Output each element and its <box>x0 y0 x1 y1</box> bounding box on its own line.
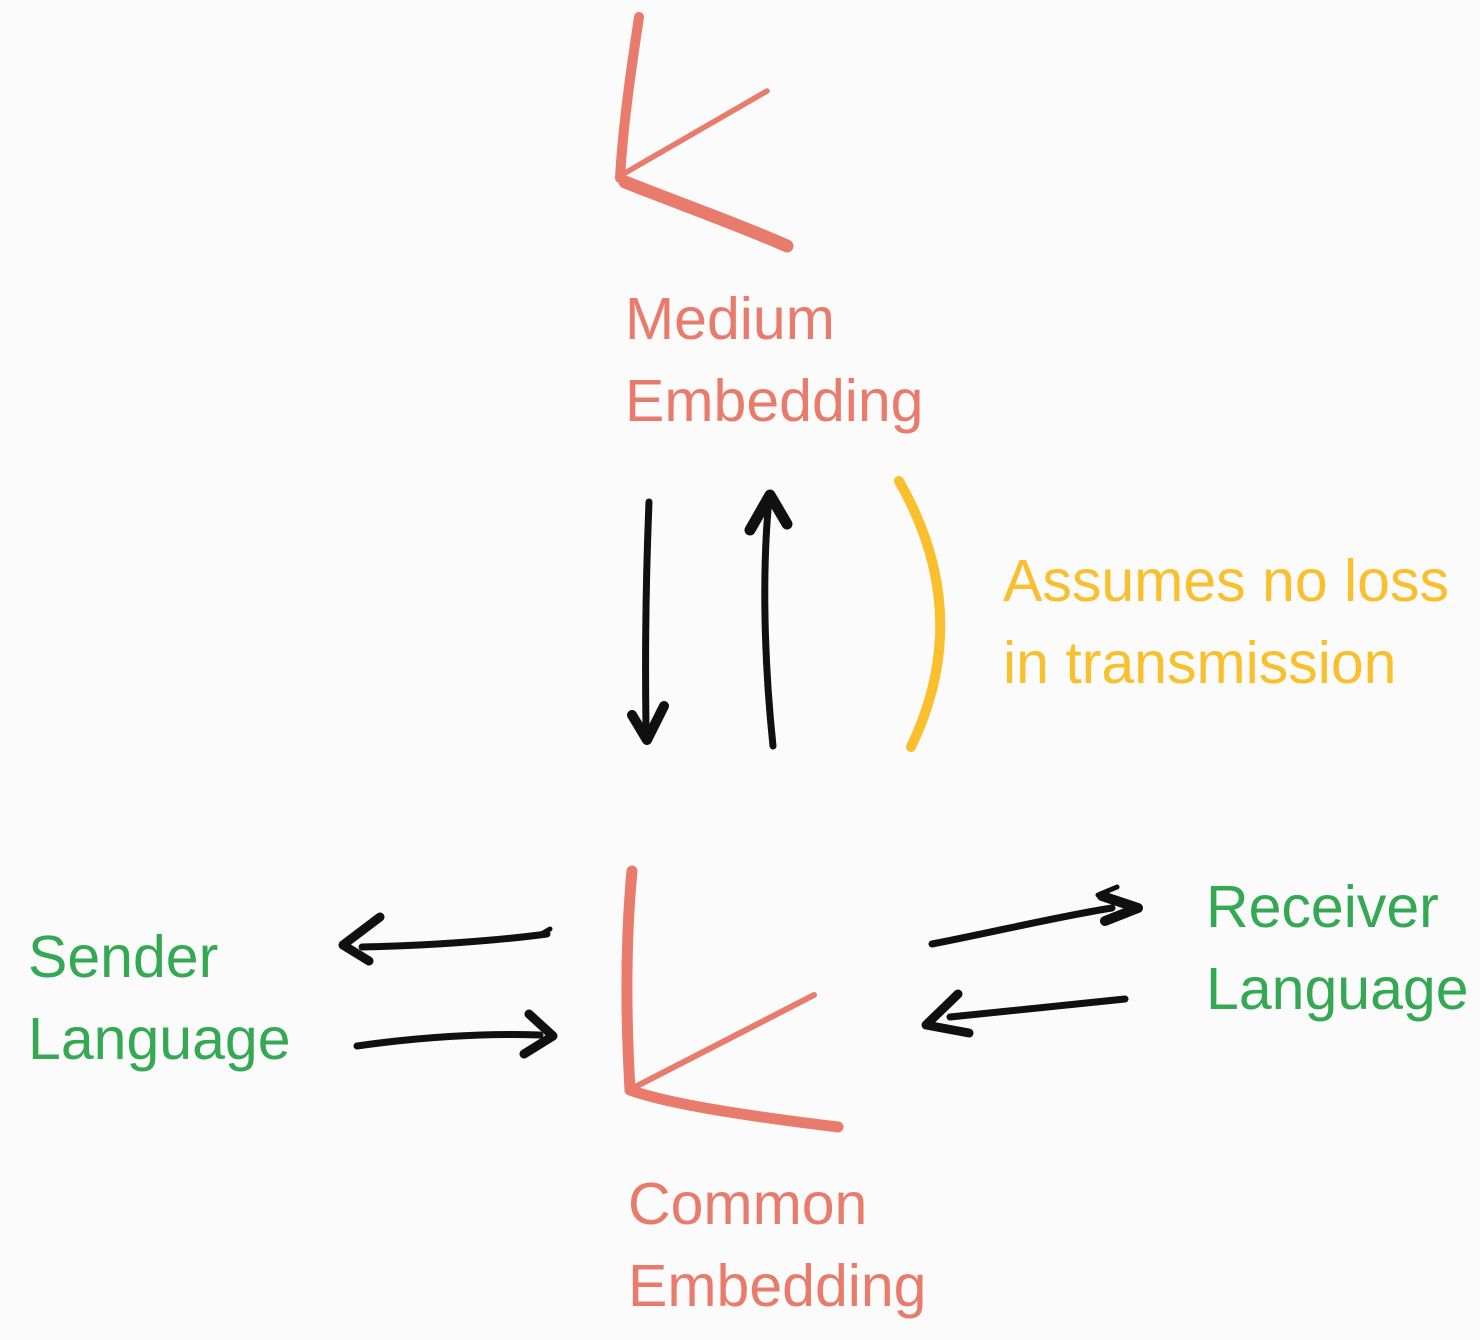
medium-embedding-axes-icon <box>615 12 794 253</box>
arrow-to-receiver-icon <box>928 884 1143 948</box>
no-loss-annotation-label: Assumes no loss in transmission <box>1003 548 1449 696</box>
arrow-from-receiver-head <box>921 989 974 1038</box>
common-embedding-label: Common Embedding <box>628 1171 927 1319</box>
receiver-language-label: Receiver Language <box>1206 874 1469 1022</box>
arrow-to-receiver-head <box>1097 891 1143 926</box>
arrow-from-receiver-shaft <box>946 995 1129 1021</box>
arrow-to-sender-icon <box>338 912 553 966</box>
down-arrow-shaft <box>642 498 653 731</box>
annotation-bracket-icon <box>894 476 946 752</box>
sender-language-label: Sender Language <box>28 924 291 1072</box>
up-arrow-head <box>744 489 793 536</box>
arrow-to-receiver-shaft <box>928 904 1116 948</box>
arrow-to-sender-shaft <box>358 930 551 951</box>
arrow-to-sender-tail-tick <box>535 926 553 939</box>
common-embedding-axes-icon <box>621 865 844 1133</box>
up-arrow-icon <box>744 489 793 750</box>
diagonal-axis-stroke <box>628 992 817 1092</box>
arrow-from-sender-shaft <box>353 1031 544 1050</box>
down-arrow-icon <box>627 498 669 745</box>
arrow-from-receiver-icon <box>921 989 1129 1038</box>
y-axis-stroke <box>621 865 638 1096</box>
diagonal-axis-stroke <box>622 88 770 176</box>
down-arrow-head <box>627 701 669 745</box>
y-axis-stroke <box>615 12 644 183</box>
arrow-from-sender-head <box>519 1009 558 1059</box>
medium-embedding-label: Medium Embedding <box>625 286 924 434</box>
arrow-from-sender-icon <box>353 1009 558 1059</box>
up-arrow-shaft <box>761 495 777 750</box>
arrow-to-receiver-head-tick <box>1095 884 1120 898</box>
x-axis-stroke <box>624 1084 844 1133</box>
arrow-to-sender-head <box>338 912 385 966</box>
x-axis-stroke <box>618 175 794 253</box>
